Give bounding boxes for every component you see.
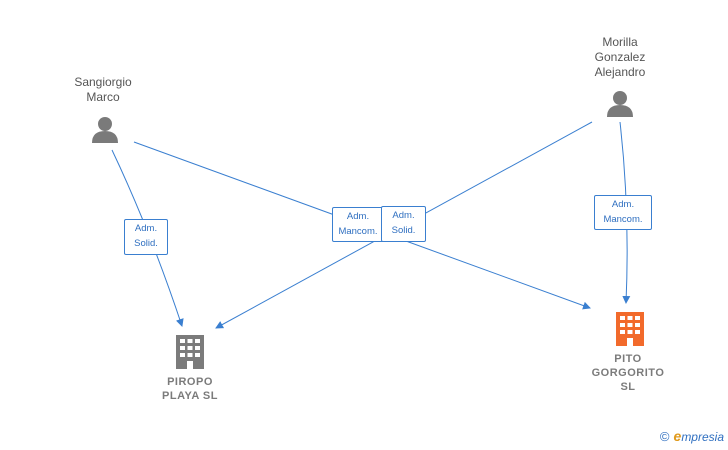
- brand-name: mpresia: [681, 430, 724, 444]
- company-name-piropo[interactable]: PIROPO PLAYA SL: [162, 376, 218, 402]
- brand-initial: e: [673, 428, 682, 444]
- copyright-symbol: ©: [659, 429, 670, 444]
- person-name-morilla[interactable]: Morilla Gonzalez Alejandro: [594, 35, 646, 79]
- building-icon: [616, 312, 644, 346]
- person-icon: [92, 117, 118, 143]
- person-name-sangiorgio[interactable]: Sangiorgio Marco: [74, 75, 132, 104]
- person-icon: [607, 91, 633, 117]
- building-icon: [176, 335, 204, 369]
- brand-logo[interactable]: ©empresia: [660, 428, 724, 444]
- company-name-pito[interactable]: PITO GORGORITO SL: [591, 353, 665, 393]
- relation-badge[interactable]: Adm. Mancom.: [332, 207, 384, 242]
- relation-badge[interactable]: Adm. Solid.: [381, 206, 426, 242]
- relation-badge[interactable]: Adm. Mancom.: [594, 195, 652, 230]
- relation-badge[interactable]: Adm. Solid.: [124, 219, 168, 255]
